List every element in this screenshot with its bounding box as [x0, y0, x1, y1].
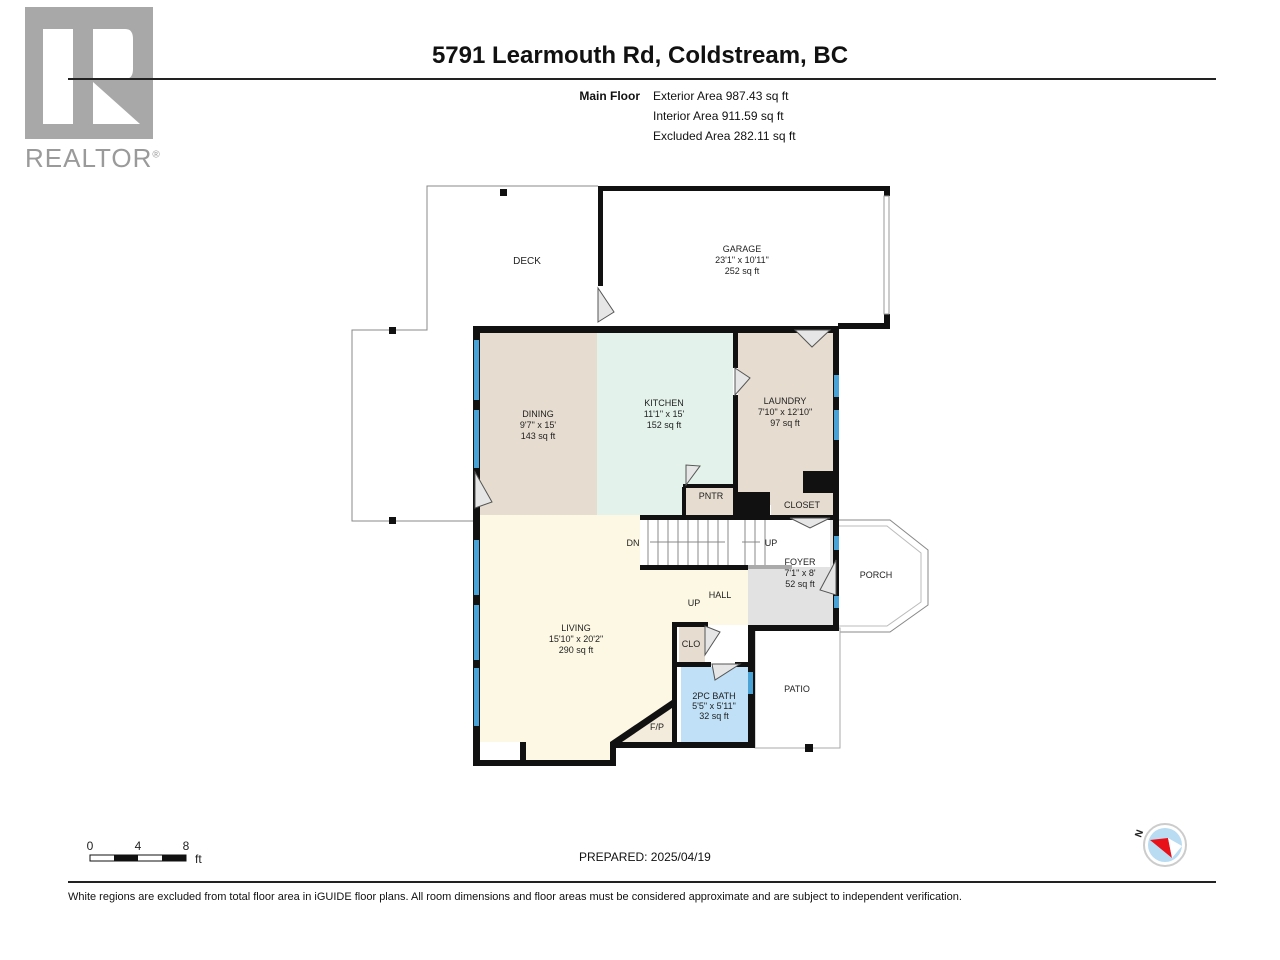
- prepared-date: PREPARED: 2025/04/19: [579, 850, 711, 864]
- stairs-up-label: UP: [765, 538, 778, 548]
- foyer-dims: 7'1" x 8': [784, 568, 815, 578]
- windows: [474, 195, 890, 726]
- stairs-down-label: DN: [627, 538, 640, 548]
- excluded-area: Excluded Area 282.11 sq ft: [653, 129, 796, 143]
- kitchen-dims: 11'1" x 15': [644, 409, 685, 419]
- compass-icon: N: [1133, 823, 1187, 867]
- realtor-logo: REALTOR®: [25, 7, 160, 177]
- scale-tick-0: 0: [87, 839, 94, 853]
- hall-label: HALL: [709, 590, 732, 600]
- living-dims: 15'10" x 20'2": [549, 634, 603, 644]
- deck-post: [500, 189, 507, 196]
- deck-post: [389, 517, 396, 524]
- living-floor: [480, 515, 748, 762]
- clo-label: CLO: [682, 639, 701, 649]
- deck-post: [389, 327, 396, 334]
- kitchen-area: 152 sq ft: [647, 420, 682, 430]
- scale-tick-4: 4: [135, 839, 142, 853]
- exterior-area: Exterior Area 987.43 sq ft: [653, 89, 789, 103]
- laundry-area: 97 sq ft: [770, 418, 800, 428]
- garage-dims: 23'1" x 10'11": [715, 255, 769, 265]
- living-label: LIVING: [561, 623, 591, 633]
- scale-unit: ft: [195, 852, 202, 866]
- dining-label: DINING: [522, 409, 554, 419]
- laundry-dims: 7'10" x 12'10": [758, 407, 812, 417]
- closet-label: CLOSET: [784, 500, 821, 510]
- dining-area: 143 sq ft: [521, 431, 556, 441]
- garage-label: GARAGE: [723, 244, 762, 254]
- header-divider: [68, 78, 1216, 80]
- living-area: 290 sq ft: [559, 645, 594, 655]
- dining-dims: 9'7" x 15': [520, 420, 556, 430]
- kitchen-label: KITCHEN: [644, 398, 684, 408]
- disclaimer: White regions are excluded from total fl…: [68, 891, 962, 903]
- pantry-floor: [686, 488, 733, 515]
- foyer-area: 52 sq ft: [785, 579, 815, 589]
- realtor-logo-text: REALTOR: [25, 143, 153, 173]
- patio: [754, 627, 841, 749]
- stair-landing: [748, 565, 792, 569]
- porch: [838, 519, 929, 633]
- fireplace-label: F/P: [650, 722, 664, 732]
- doors: [474, 286, 837, 681]
- garage-floor: [602, 190, 884, 326]
- stairs: [640, 520, 830, 567]
- pantry-label: PNTR: [699, 491, 724, 501]
- dining-floor: [480, 333, 597, 515]
- foyer-label: FOYER: [784, 557, 816, 567]
- patio-post: [805, 744, 813, 752]
- compass-north: N: [1133, 828, 1146, 839]
- deck-label: DECK: [513, 256, 541, 267]
- floor-name: Main Floor: [579, 89, 640, 103]
- scale-bar: 0 4 8 ft: [87, 839, 203, 866]
- scale-tick-8: 8: [183, 839, 190, 853]
- registered-mark: ®: [152, 149, 161, 161]
- footer-divider: [68, 881, 1216, 883]
- realtor-logo-mark: [25, 7, 153, 139]
- closet-floor: [771, 493, 833, 517]
- bath-label: 2PC BATH: [692, 691, 735, 701]
- clo-floor: [679, 626, 705, 662]
- bath-dims: 5'5" x 5'11": [692, 701, 736, 711]
- hall-up-label: UP: [688, 598, 701, 608]
- laundry-label: LAUNDRY: [764, 396, 807, 406]
- patio-label: PATIO: [784, 684, 810, 694]
- porch-label: PORCH: [860, 570, 893, 580]
- page-title: 5791 Learmouth Rd, Coldstream, BC: [431, 42, 849, 69]
- bath-area: 32 sq ft: [699, 711, 729, 721]
- garage-area: 252 sq ft: [725, 266, 760, 276]
- interior-area: Interior Area 911.59 sq ft: [653, 109, 784, 123]
